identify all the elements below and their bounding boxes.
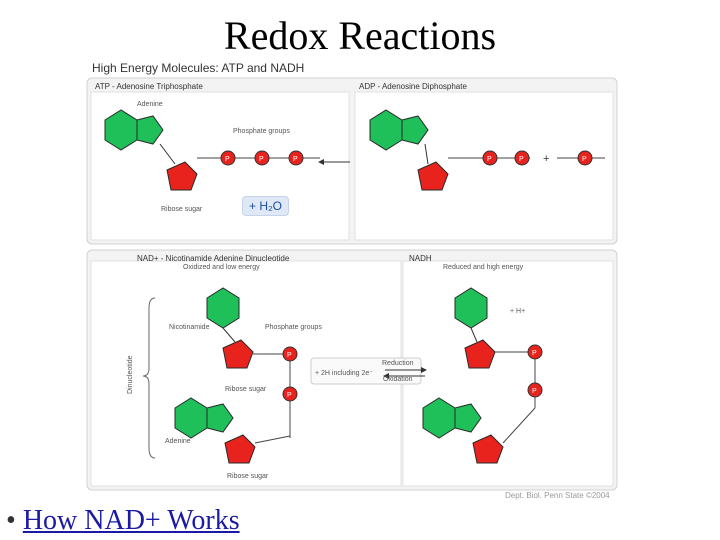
nad-adenine-ring5 — [206, 403, 234, 433]
atp-phosphate-1 — [220, 150, 236, 166]
nadh-subpanel — [402, 260, 614, 487]
svg-text:P: P — [532, 350, 537, 357]
adp-adenine-ring5 — [401, 115, 429, 145]
nad-ribose-2 — [224, 434, 256, 464]
atp-title: ATP - Adenosine Triphosphate — [95, 82, 203, 91]
reaction-label: + 2H including 2e⁻ — [315, 370, 373, 377]
svg-text:P: P — [487, 156, 492, 163]
atp-bond — [159, 143, 176, 165]
nad-nicotinamide-ring — [206, 287, 240, 329]
reduction-label: Reduction — [382, 360, 414, 367]
atp-phosphate-3 — [288, 150, 304, 166]
atp-subpanel — [90, 91, 350, 241]
nadh-ribose-1 — [464, 339, 496, 369]
plus-h-label: + H+ — [510, 308, 526, 315]
nadh-adenine-ring5 — [454, 403, 482, 433]
nadh-ribose-2 — [472, 434, 504, 464]
phosphate-groups-label: Phosphate groups — [233, 128, 290, 135]
bullet-item: • How NAD+ Works — [6, 505, 240, 537]
slide-title: Redox Reactions — [223, 13, 497, 58]
nicotinamide-label: Nicotinamide — [169, 324, 210, 331]
image-credit: Dept. Biol. Penn State ©2004 — [505, 491, 610, 500]
svg-text:P: P — [287, 392, 292, 399]
atp-phosphate-2 — [254, 150, 270, 166]
adp-ribose — [417, 161, 449, 191]
atp-adenine-ring5 — [136, 115, 164, 145]
ribose-sugar-label-2: Ribose sugar — [225, 386, 267, 393]
adp-subpanel — [354, 91, 614, 241]
ribose-sugar-label-3: Ribose sugar — [227, 473, 269, 480]
phosphate-groups-label-2: Phosphate groups — [265, 324, 322, 331]
oxidation-label: Oxidation — [383, 376, 413, 383]
water-box: + H₂O — [242, 196, 289, 216]
nad-phosphate-2 — [282, 386, 298, 402]
adp-phosphate-1 — [482, 150, 498, 166]
svg-text:P: P — [225, 156, 230, 163]
svg-text:P: P — [519, 156, 524, 163]
adenine-label-2: Adenine — [165, 438, 191, 445]
nad-ribose-1 — [222, 339, 254, 369]
svg-text:P: P — [293, 156, 298, 163]
atp-nadh-figure: P P P P P + P P P — [85, 58, 630, 503]
nadh-phosphate-2 — [527, 382, 543, 398]
free-phosphate — [577, 150, 593, 166]
nad-state: Oxidized and low energy — [183, 264, 260, 271]
svg-text:P: P — [287, 352, 292, 359]
ribose-sugar-label: Ribose sugar — [161, 206, 203, 213]
adenine-label: Adenine — [137, 101, 163, 108]
nadh-title: NADH — [409, 254, 432, 263]
svg-text:P: P — [532, 388, 537, 395]
figure-drawing: P P P P P + P P P — [86, 77, 618, 491]
svg-text:P: P — [582, 156, 587, 163]
nadh-state: Reduced and high energy — [443, 264, 524, 271]
svg-text:P: P — [259, 156, 264, 163]
adp-title: ADP - Adenosine Diphosphate — [359, 82, 467, 91]
atp-ribose — [166, 161, 198, 191]
bullet-icon: • — [6, 505, 16, 536]
nadh-nicotinamide-ring — [454, 287, 488, 329]
nad-title: NAD+ - Nicotinamide Adenine Dinucleotide — [137, 254, 290, 263]
dinucleotide-brace — [142, 297, 156, 459]
how-nad-works-link[interactable]: How NAD+ Works — [22, 505, 240, 536]
adp-phosphate-2 — [514, 150, 530, 166]
dinucleotide-label: Dinucleotide — [127, 355, 134, 394]
svg-text:+: + — [543, 153, 549, 165]
figure-heading: High Energy Molecules: ATP and NADH — [92, 61, 305, 75]
